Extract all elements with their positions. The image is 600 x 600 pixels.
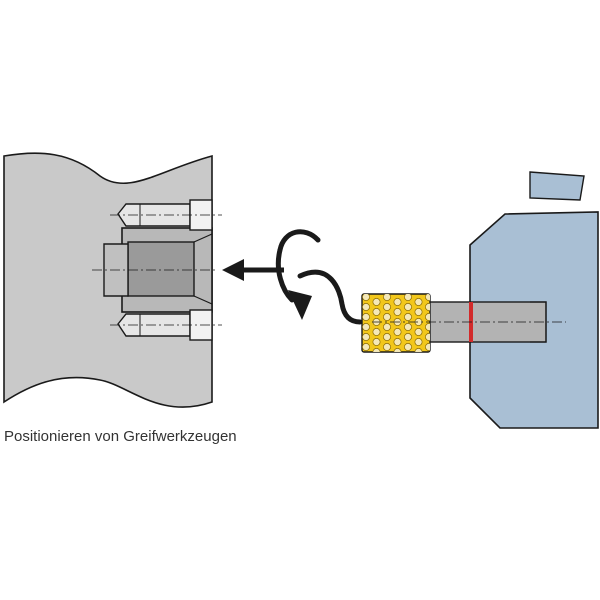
housing-block — [3, 152, 222, 408]
diagram-caption: Positionieren von Greifwerkzeugen — [4, 428, 237, 445]
cage-ball — [425, 343, 430, 351]
cage-ball — [362, 323, 370, 331]
cage-ball — [372, 338, 381, 346]
cage-ball — [383, 343, 391, 351]
cage-ball — [383, 323, 391, 331]
cage-ball — [372, 308, 381, 316]
cage-ball — [404, 313, 412, 321]
insertion-arrow-icon — [222, 259, 284, 281]
cage-ball — [425, 313, 430, 321]
cage-ball — [372, 298, 381, 306]
cage-ball — [404, 294, 412, 301]
cage-ball — [372, 348, 381, 352]
cage-ball — [404, 333, 412, 341]
cage-ball — [414, 328, 423, 336]
cage-ball — [393, 338, 402, 346]
cage-ball — [414, 298, 423, 306]
cage-ball — [404, 343, 412, 351]
cage-ball — [383, 303, 391, 311]
cage-ball — [425, 294, 430, 301]
cage-ball — [404, 303, 412, 311]
cage-balls — [362, 294, 430, 352]
cage-ball — [414, 348, 423, 352]
cage-ball — [372, 328, 381, 336]
rotation-arrow-icon — [275, 229, 363, 325]
cage-ball — [393, 298, 402, 306]
cage-ball — [425, 323, 430, 331]
cage-ball — [383, 313, 391, 321]
cage-ball — [425, 333, 430, 341]
bushing-inner — [127, 241, 195, 297]
cage-ball — [362, 303, 370, 311]
cage-ball — [404, 323, 412, 331]
cage-ball — [383, 333, 391, 341]
cage-ball — [362, 313, 370, 321]
cage-ball — [414, 338, 423, 346]
cage-ball — [362, 343, 370, 351]
cage-ball — [393, 348, 402, 352]
cage-ball — [383, 294, 391, 301]
cage-ball — [393, 308, 402, 316]
cage-ball — [362, 294, 370, 301]
gripper-tool — [361, 171, 599, 429]
cage-ball — [425, 303, 430, 311]
cage-ball — [414, 308, 423, 316]
gripper-mount — [529, 171, 585, 201]
cage-ball — [362, 333, 370, 341]
screw-bottom — [117, 309, 213, 341]
cage-ball — [393, 328, 402, 336]
